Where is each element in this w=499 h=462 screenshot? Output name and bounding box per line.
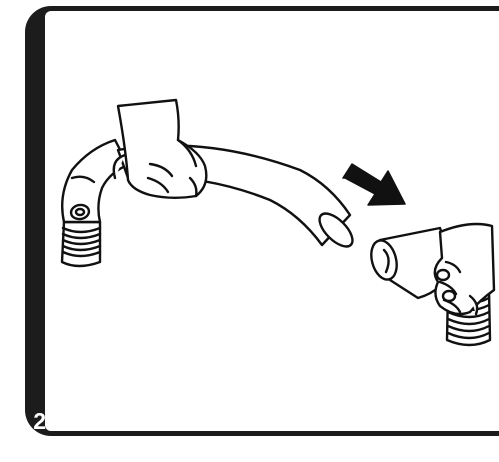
left-hand [118, 100, 206, 198]
arrow-right-down-icon [343, 164, 405, 205]
hose-disconnect-illustration [45, 11, 499, 431]
left-corrugated-hose [62, 222, 100, 266]
